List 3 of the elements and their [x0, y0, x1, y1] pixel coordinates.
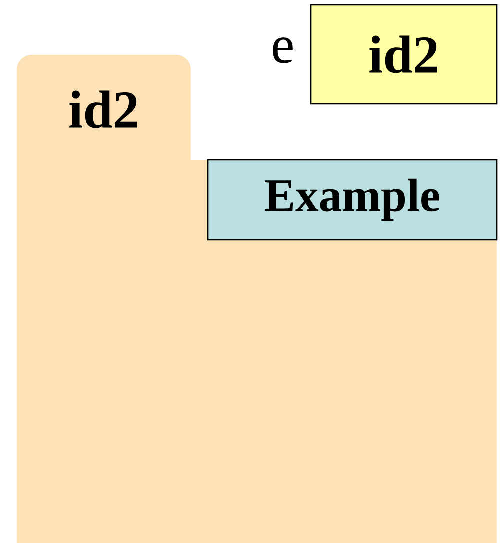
node-label: id2	[70, 90, 138, 128]
value-box: id2	[310, 4, 498, 105]
class-box: Example	[207, 159, 498, 241]
